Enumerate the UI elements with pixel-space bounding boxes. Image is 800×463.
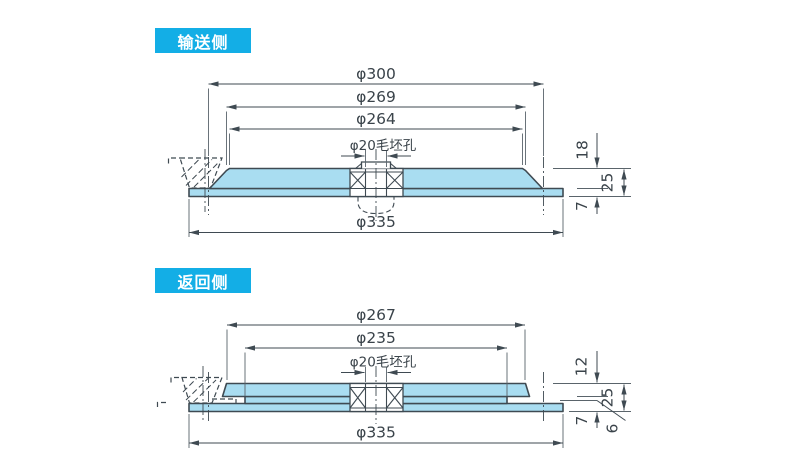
section-label-conveying: 输送侧 [177, 32, 229, 52]
gap-leader-line [596, 400, 626, 421]
dim-label-hole-conveying: φ20毛坯孔 [350, 138, 417, 154]
dim-label-phi235: φ235 [356, 329, 396, 347]
hub-top-lip [360, 161, 392, 169]
conveying-centerlines [204, 149, 544, 221]
section-label-return: 返回侧 [177, 272, 229, 292]
conveying-dimension-lines [189, 81, 627, 236]
dim-label-6: 6 [604, 424, 622, 434]
dim-label-phi335-return: φ335 [356, 424, 396, 442]
dim-label-12: 12 [573, 357, 591, 377]
return-dimension-lines [189, 322, 627, 446]
dim-label-25-conveying: 25 [599, 173, 617, 193]
conveying-phantom-chain-part [167, 157, 223, 189]
dim-label-phi269: φ269 [356, 88, 396, 106]
dim-label-25-return: 25 [599, 388, 617, 408]
dim-label-18: 18 [574, 140, 592, 160]
section-tab-conveying-side: 输送侧 [155, 28, 251, 53]
dim-label-hole-return: φ20毛坯孔 [350, 355, 417, 371]
hub-cross-hatch [349, 171, 404, 189]
return-phantom-chain-part [156, 376, 237, 407]
dim-label-phi335-conveying: φ335 [356, 213, 396, 231]
dim-label-phi300: φ300 [356, 65, 396, 83]
hub-boss-hidden-outline [357, 196, 395, 215]
section-tab-return-side: 返回侧 [155, 268, 251, 293]
dim-label-7-return: 7 [573, 416, 591, 426]
hub-section [349, 167, 404, 198]
dim-label-phi264: φ264 [356, 110, 396, 128]
return-side-drawing: φ267 φ235 φ20毛坯孔 φ335 12 25 7 6 [156, 306, 631, 448]
conveying-side-drawing: φ300 φ269 φ264 φ20毛坯孔 φ335 18 25 7 [167, 65, 631, 237]
dim-label-phi267: φ267 [356, 306, 396, 324]
hub-cross-hatch [349, 387, 404, 409]
dim-label-7-conveying: 7 [573, 201, 591, 211]
conveying-extension-lines [188, 88, 631, 237]
return-extension-lines [188, 329, 631, 448]
